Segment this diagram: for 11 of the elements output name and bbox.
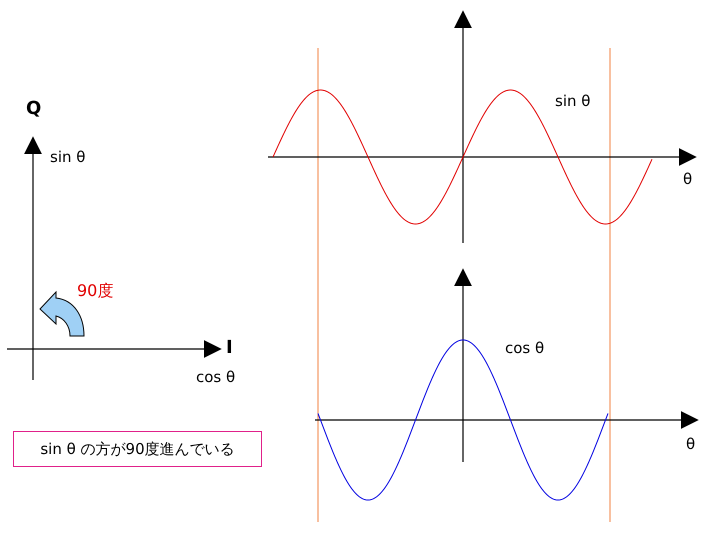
axis-label: cos θ — [196, 368, 236, 386]
axis-label: Q — [26, 100, 42, 118]
axis-label: I — [226, 339, 233, 357]
axis-label: θ — [683, 170, 692, 188]
curve-label: sin θ — [555, 92, 590, 110]
note-box — [13, 431, 262, 467]
axis-label: θ — [686, 435, 696, 453]
angle-label: 90度 — [77, 282, 114, 300]
curve-label: cos θ — [505, 339, 544, 357]
note-text: sin θ の方が90度進んでいる — [40, 440, 235, 458]
axis-label: sin θ — [50, 148, 86, 166]
